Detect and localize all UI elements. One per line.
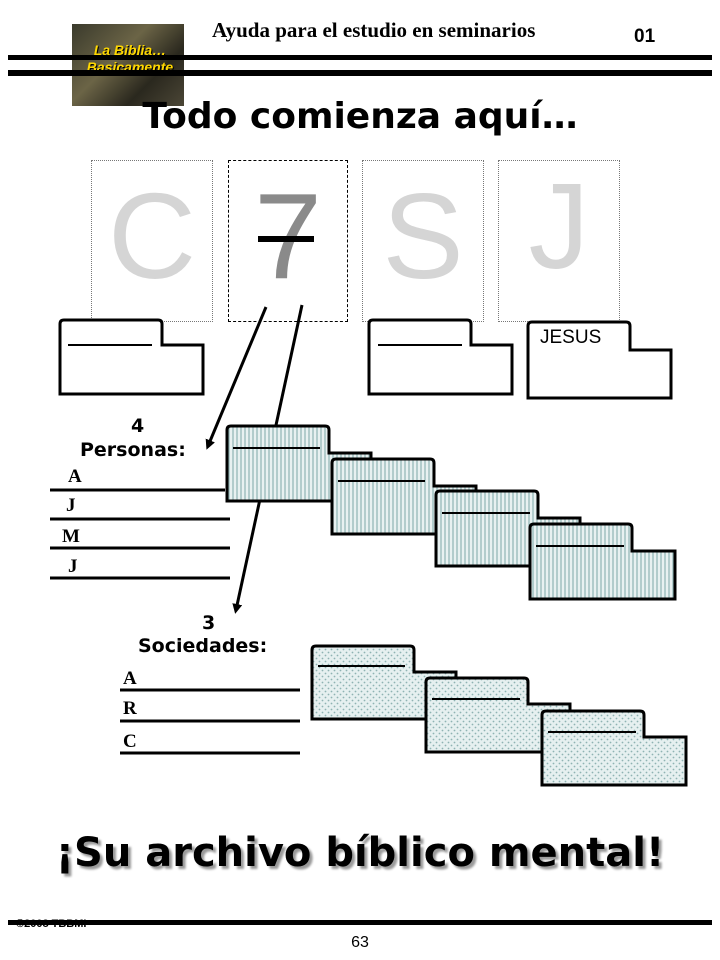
personas-label: Personas: — [80, 439, 186, 461]
seven-crossbar — [258, 236, 314, 242]
folder-j — [526, 320, 673, 400]
letter-c: C — [107, 168, 197, 304]
header-title: Ayuda para el estudio en seminarios — [212, 18, 536, 42]
lesson-number: 01 — [634, 26, 656, 47]
sociedad-folder-1 — [310, 644, 458, 721]
sociedad-folder-2 — [424, 676, 572, 754]
sociedad-letter-2: R — [123, 698, 137, 719]
persona-letter-3: M — [62, 526, 80, 547]
copyright-text: ©2008 TBBMI — [16, 918, 87, 930]
folder-j-label: JESUS — [540, 327, 602, 348]
footer-rule — [8, 920, 712, 925]
letter-card-j: J — [498, 160, 620, 322]
sociedades-count: 3 — [202, 612, 216, 634]
folder-c — [58, 318, 205, 396]
closing-title: ¡Su archivo bíblico mental! — [55, 830, 665, 876]
letter-s: S — [382, 168, 464, 304]
letter-card-s: S — [362, 160, 484, 322]
header-rule-top — [8, 55, 712, 60]
page-title: Todo comienza aquí… — [142, 96, 578, 137]
letter-j: J — [528, 158, 590, 294]
persona-folder-4 — [528, 522, 677, 601]
sociedades-label: Sociedades: — [138, 635, 268, 657]
persona-letter-1: A — [68, 466, 82, 487]
letter-card-c: C — [91, 160, 213, 322]
persona-letter-4: J — [68, 556, 78, 577]
seminar-logo: La Biblia… Basicamente — [72, 24, 184, 106]
page-number: 63 — [351, 934, 369, 951]
sociedad-folder-3 — [540, 709, 688, 787]
persona-letter-2: J — [66, 495, 76, 516]
sociedad-letter-1: A — [123, 668, 137, 689]
folder-s — [367, 318, 514, 396]
arrow-personas — [205, 306, 268, 450]
personas-count: 4 — [131, 415, 145, 437]
header-rule-bottom — [8, 70, 712, 76]
sociedad-letter-3: C — [123, 731, 137, 752]
